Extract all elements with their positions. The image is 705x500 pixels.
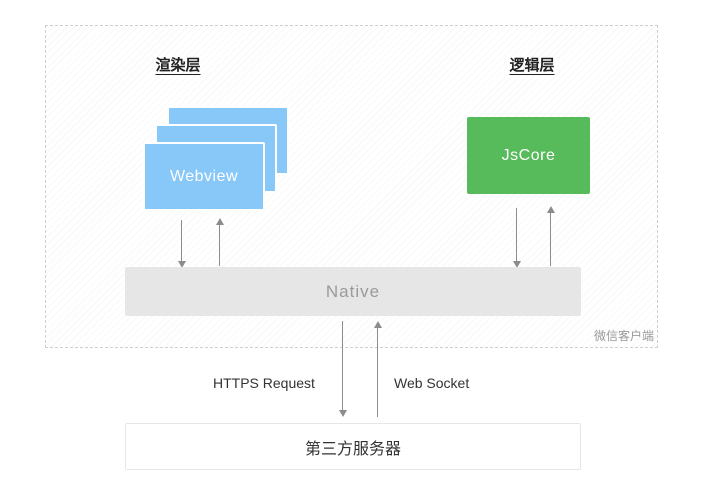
jscore-card: JsCore bbox=[467, 117, 590, 194]
wechat-client-tag: 微信客户端 bbox=[593, 329, 654, 343]
logic-layer-title: 逻辑层 bbox=[509, 57, 555, 74]
native-bar: Native bbox=[125, 267, 581, 316]
webview-card: Webview bbox=[143, 142, 265, 211]
render-layer-title: 渲染层 bbox=[155, 57, 201, 74]
https-request-label: HTTPS Request bbox=[213, 375, 315, 391]
arrow-down-icon-webview-to-native bbox=[177, 220, 186, 268]
third-party-server-box: 第三方服务器 bbox=[125, 423, 581, 470]
web-socket-label: Web Socket bbox=[394, 375, 470, 391]
webview-label: Webview bbox=[169, 167, 239, 185]
arrow-up-icon-native-to-jscore bbox=[546, 206, 555, 266]
jscore-label: JsCore bbox=[501, 146, 556, 164]
arrow-down-icon-client-to-server bbox=[338, 321, 347, 417]
arrow-up-icon-native-to-webview bbox=[215, 218, 224, 266]
third-party-server-label: 第三方服务器 bbox=[304, 440, 401, 458]
arrow-down-icon-jscore-to-native bbox=[512, 208, 521, 268]
arrow-up-icon-server-to-client bbox=[373, 321, 382, 417]
native-label: Native bbox=[325, 281, 381, 301]
